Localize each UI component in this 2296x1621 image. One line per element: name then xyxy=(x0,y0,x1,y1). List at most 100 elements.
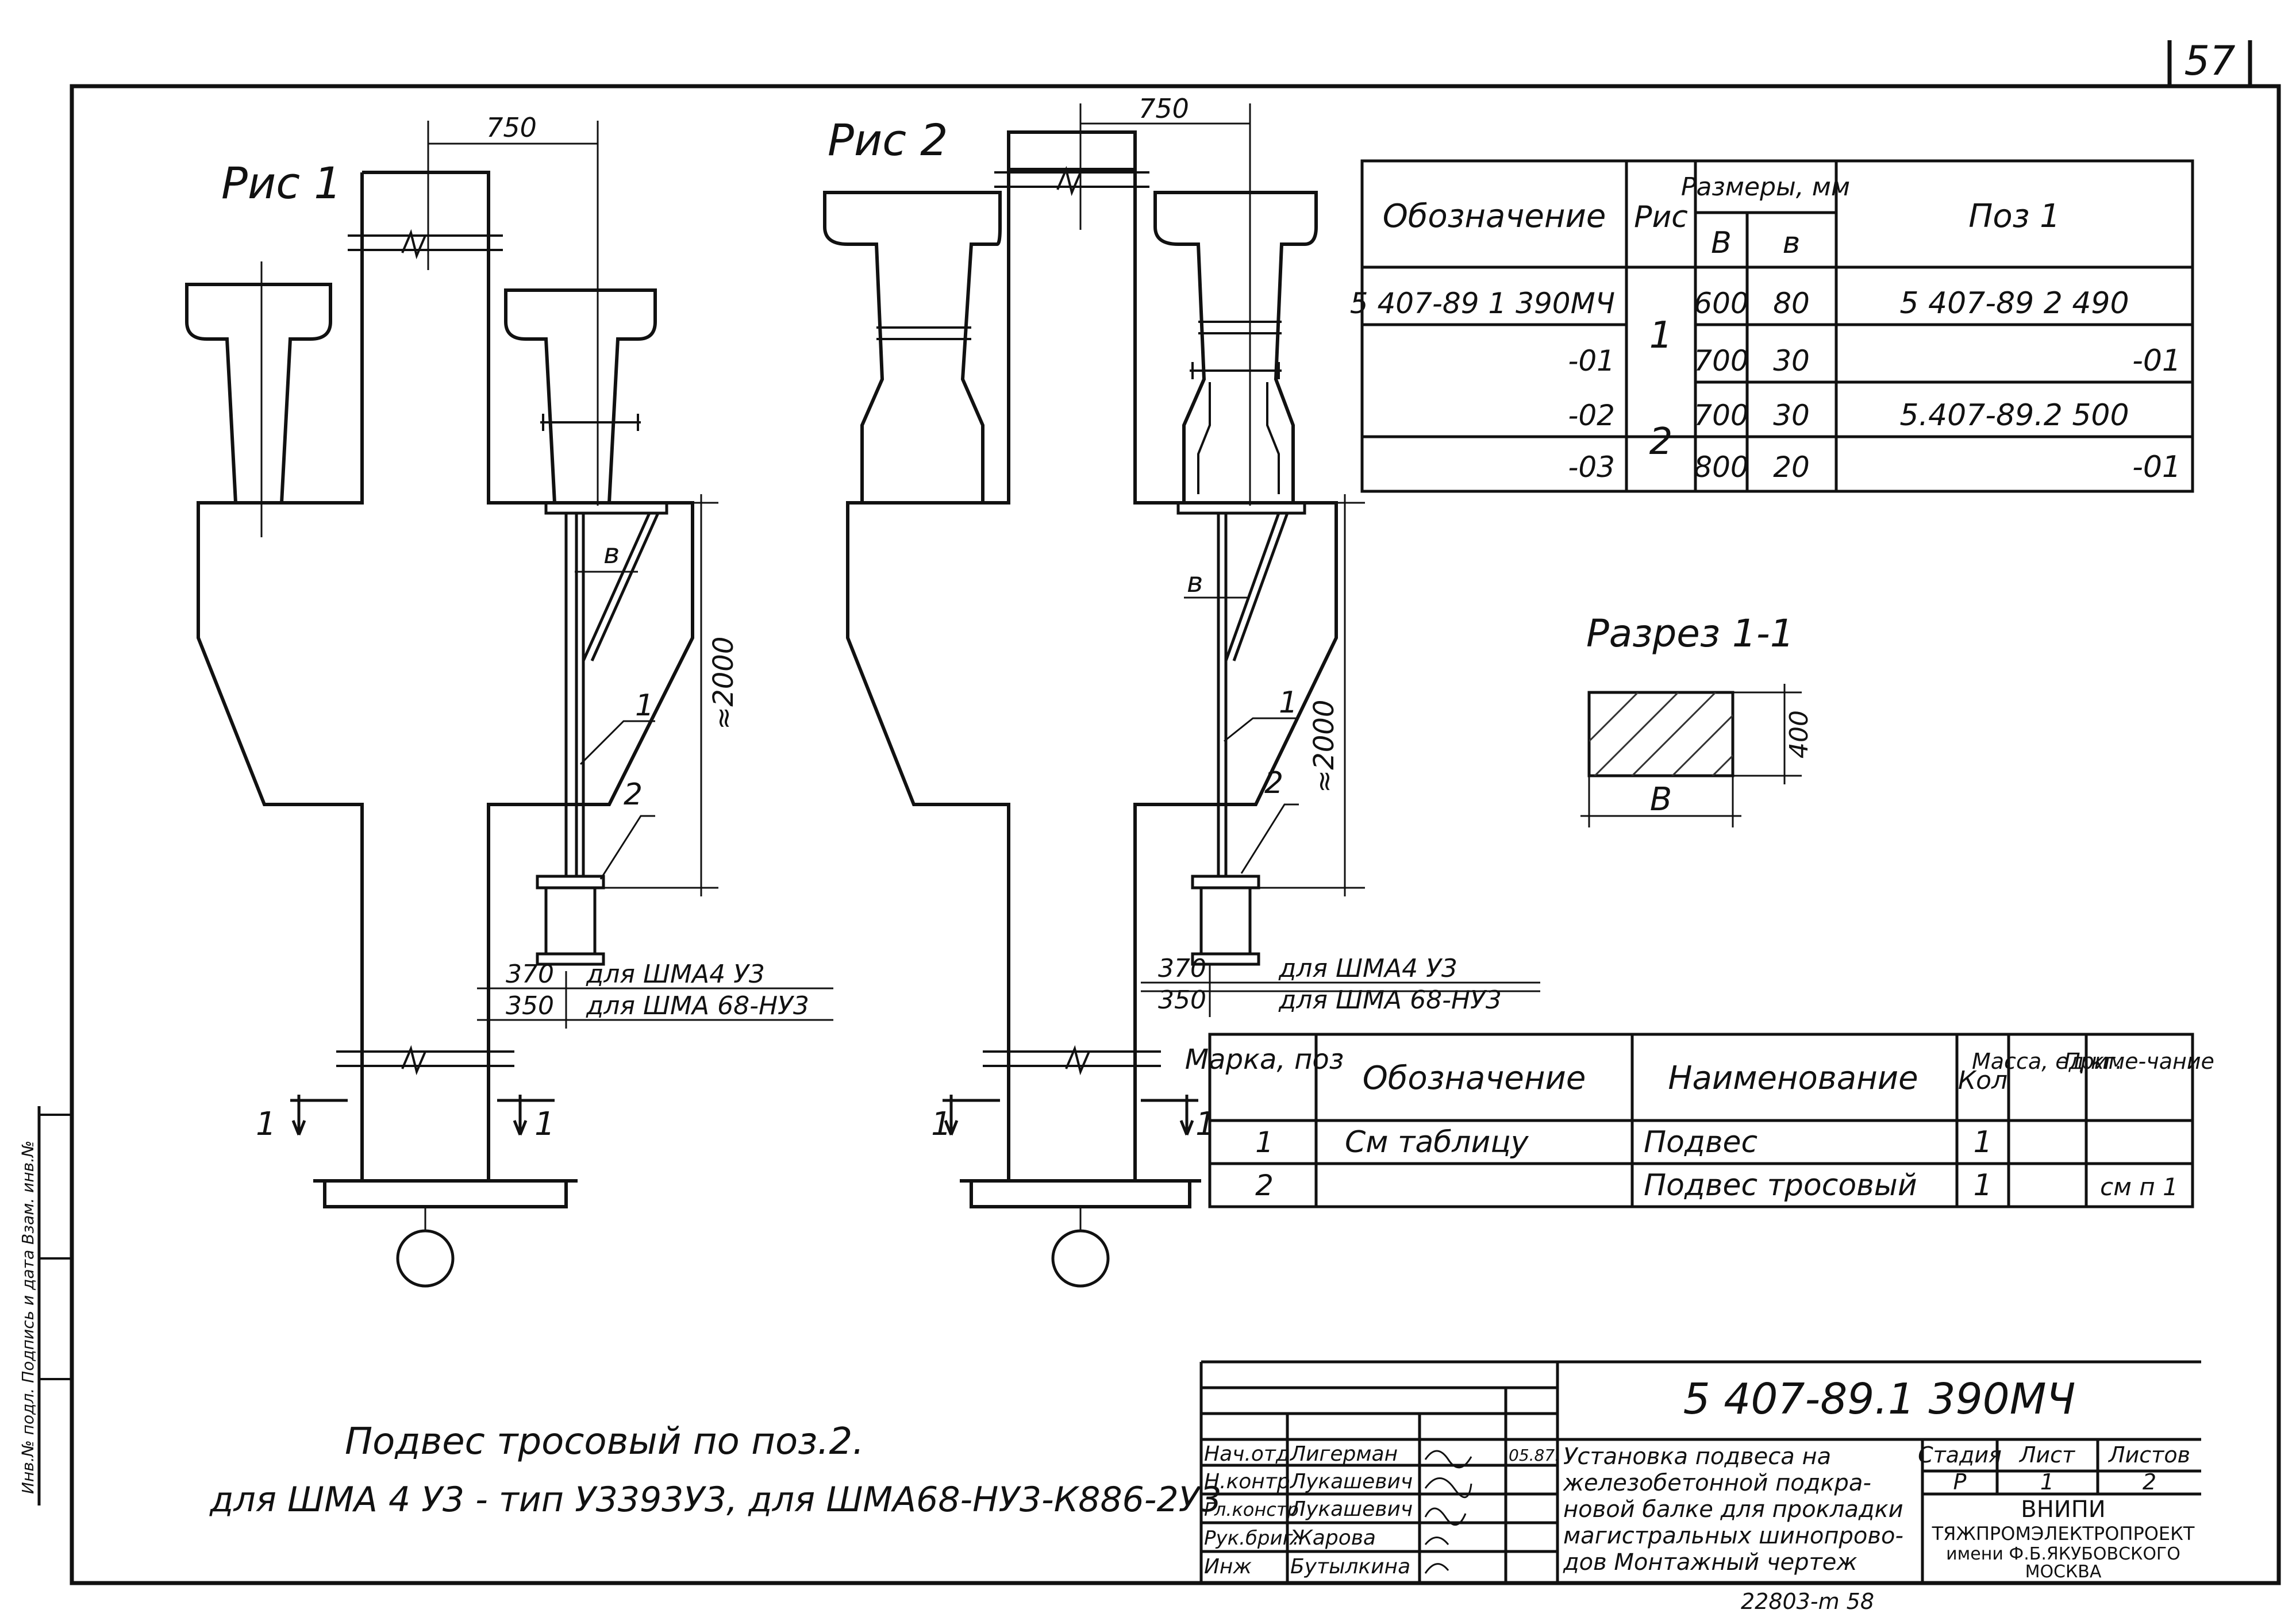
title-role: Рук.бриг. xyxy=(1204,1527,1299,1550)
title-desc-line: магистральных шинопрово- xyxy=(1563,1523,1903,1549)
fig2-callout-2-leader xyxy=(1240,803,1299,874)
size-row-designation: 5 407-89 1 390МЧ xyxy=(1350,287,1615,320)
note: Подвес тросовый по поз.2. для ШМА 4 У3 -… xyxy=(209,1420,1221,1520)
svg-text:1: 1 xyxy=(931,1106,952,1143)
figure-1: Рис 1 750 xyxy=(185,112,833,1288)
fig1-crane-beam-left xyxy=(185,283,332,505)
size-table: Обозначение Рис Размеры, мм В в Поз 1 5 … xyxy=(1350,159,2194,493)
fig2-beam-break-right xyxy=(1198,321,1282,334)
title-desc-line: дов Монтажный чертеж xyxy=(1563,1549,1857,1576)
spec-header-mass: Масса, ед.кг. xyxy=(1972,1049,2122,1074)
title-sheets: 2 xyxy=(2143,1469,2156,1495)
fig1-hanger xyxy=(536,501,668,966)
title-signatures xyxy=(1424,1450,1472,1574)
fig2-break-bottom xyxy=(983,1045,1161,1076)
fig2-bracket xyxy=(1197,382,1280,494)
size-header-fig: Рис xyxy=(1634,200,1688,234)
fig1-label-b: в xyxy=(603,538,620,570)
size-row-fig: 1 xyxy=(1649,314,1673,357)
fig2-note-350: 350 xyxy=(1158,985,1206,1015)
title-code: 5 407-89.1 390МЧ xyxy=(1683,1374,2076,1424)
fig1-column-outline xyxy=(197,171,694,1181)
fig2-note-lines xyxy=(1141,965,1540,1017)
size-row-pos: 5 407-89 2 490 xyxy=(1899,286,2129,321)
spec-header-note: Приме-чание xyxy=(2064,1049,2214,1074)
section-title: Разрез 1-1 xyxy=(1586,611,1794,656)
spec-row-name: Подвес xyxy=(1644,1125,1757,1160)
fig2-note-370: 370 xyxy=(1158,954,1206,983)
spec-header-name: Наименование xyxy=(1668,1060,1918,1097)
title-date: 05.87. xyxy=(1509,1446,1560,1465)
title-sheet: 1 xyxy=(2040,1469,2054,1495)
title-name: Бутылкина xyxy=(1290,1555,1410,1578)
size-row-designation: -02 xyxy=(1568,399,1615,432)
fig2-axis-marker xyxy=(1051,1229,1110,1288)
fig1-callout-1: 1 xyxy=(635,688,654,723)
section-1-1: Разрез 1-1 400 В xyxy=(1580,611,1814,827)
fig2-title: Рис 2 xyxy=(828,114,948,165)
fig1-title: Рис 1 xyxy=(221,157,342,209)
size-row-fig: 2 xyxy=(1649,421,1673,463)
title-org-line: ТЯЖПРОМЭЛЕКТРОПРОЕКТ xyxy=(1932,1523,2195,1545)
fig1-note-lines xyxy=(477,971,833,1029)
spec-row-qty: 1 xyxy=(1973,1125,1992,1160)
note-line1: Подвес тросовый по поз.2. xyxy=(345,1420,864,1463)
size-header-designation: Обозначение xyxy=(1383,198,1606,235)
fig1-beam-clamp xyxy=(540,414,641,431)
title-name: Лигерман xyxy=(1289,1442,1398,1466)
fig1-break-bottom xyxy=(336,1045,514,1076)
section-dim-lines xyxy=(1580,684,1802,827)
title-role: Н.контр xyxy=(1204,1470,1290,1493)
section-hatching xyxy=(1589,692,1733,776)
figure-2: Рис 2 750 xyxy=(823,93,1540,1288)
fig1-dim-2000: ≈2000 xyxy=(603,494,740,896)
section-rect xyxy=(1587,691,1735,777)
fig1-base-plate xyxy=(313,1179,578,1208)
spec-row-name: Подвес тросовый xyxy=(1644,1168,1917,1203)
fig1-dim-750: 750 xyxy=(427,112,599,506)
size-row-b: 20 xyxy=(1773,451,1810,484)
size-header-pos: Поз 1 xyxy=(1968,198,2060,235)
size-row-pos: -01 xyxy=(2132,450,2181,484)
fig2-column-outline xyxy=(846,170,1338,1181)
fig2-hanger xyxy=(1176,501,1306,966)
fig1-break-top xyxy=(348,229,503,260)
title-role: Нач.отд xyxy=(1204,1442,1290,1466)
fig2-beam-clamp xyxy=(1190,362,1282,379)
fig1-dim-2000-text: ≈2000 xyxy=(707,637,740,730)
size-row-pos: 5.407-89.2 500 xyxy=(1899,398,2129,433)
fig2-callout-1: 1 xyxy=(1279,686,1298,720)
sheet-frame xyxy=(70,84,2281,1585)
fig2-note-370-text: для ШМА4 У3 xyxy=(1278,954,1457,983)
title-desc-line: новой балке для прокладки xyxy=(1563,1496,1903,1523)
spec-row-designation: См таблицу xyxy=(1345,1125,1529,1160)
svg-text:1: 1 xyxy=(534,1106,555,1143)
size-header-B: В xyxy=(1711,226,1732,260)
spec-row-mark: 1 xyxy=(1255,1126,1274,1159)
fig1-note-350-text: для ШМА 68-НУ3 xyxy=(586,991,809,1021)
fig1-dim-750-text: 750 xyxy=(486,112,537,143)
fig1-note-350: 350 xyxy=(506,991,554,1021)
title-desc-line: Установка подвеса на xyxy=(1563,1443,1831,1470)
title-sheet-label: Лист xyxy=(2018,1442,2076,1468)
spec-header-qty: Кол xyxy=(1958,1066,2007,1095)
fig2-break-top xyxy=(994,165,1149,197)
spec-header-designation: Обозначение xyxy=(1363,1060,1586,1097)
title-sheets-label: Листов xyxy=(2107,1442,2190,1468)
left-margin-strip: Инв.№ подл. Подпись и дата Взам. инв.№ xyxy=(18,1106,72,1506)
size-row-B: 700 xyxy=(1694,344,1748,378)
spec-table: Марка, поз Обозначение Наименование Кол … xyxy=(1185,1033,2214,1208)
size-row-B: 600 xyxy=(1694,287,1748,320)
spec-row-mark: 2 xyxy=(1255,1169,1274,1202)
title-stage: Р xyxy=(1953,1469,1967,1495)
svg-text:1: 1 xyxy=(1195,1106,1216,1143)
title-desc-line: железобетонной подкра- xyxy=(1563,1470,1871,1496)
fig2-crane-beam-left xyxy=(823,191,1002,505)
fig1-section-marks: 1 1 xyxy=(256,1095,555,1143)
fig2-note-350-text: для ШМА 68-НУ3 xyxy=(1278,985,1502,1015)
fig2-dim-750: 750 xyxy=(1079,93,1251,506)
fig2-dim-750-text: 750 xyxy=(1139,93,1189,124)
title-block: 5 407-89.1 390МЧ Нач.отд Лигерман Н.конт… xyxy=(1199,1360,2201,1583)
svg-text:1: 1 xyxy=(256,1106,276,1143)
